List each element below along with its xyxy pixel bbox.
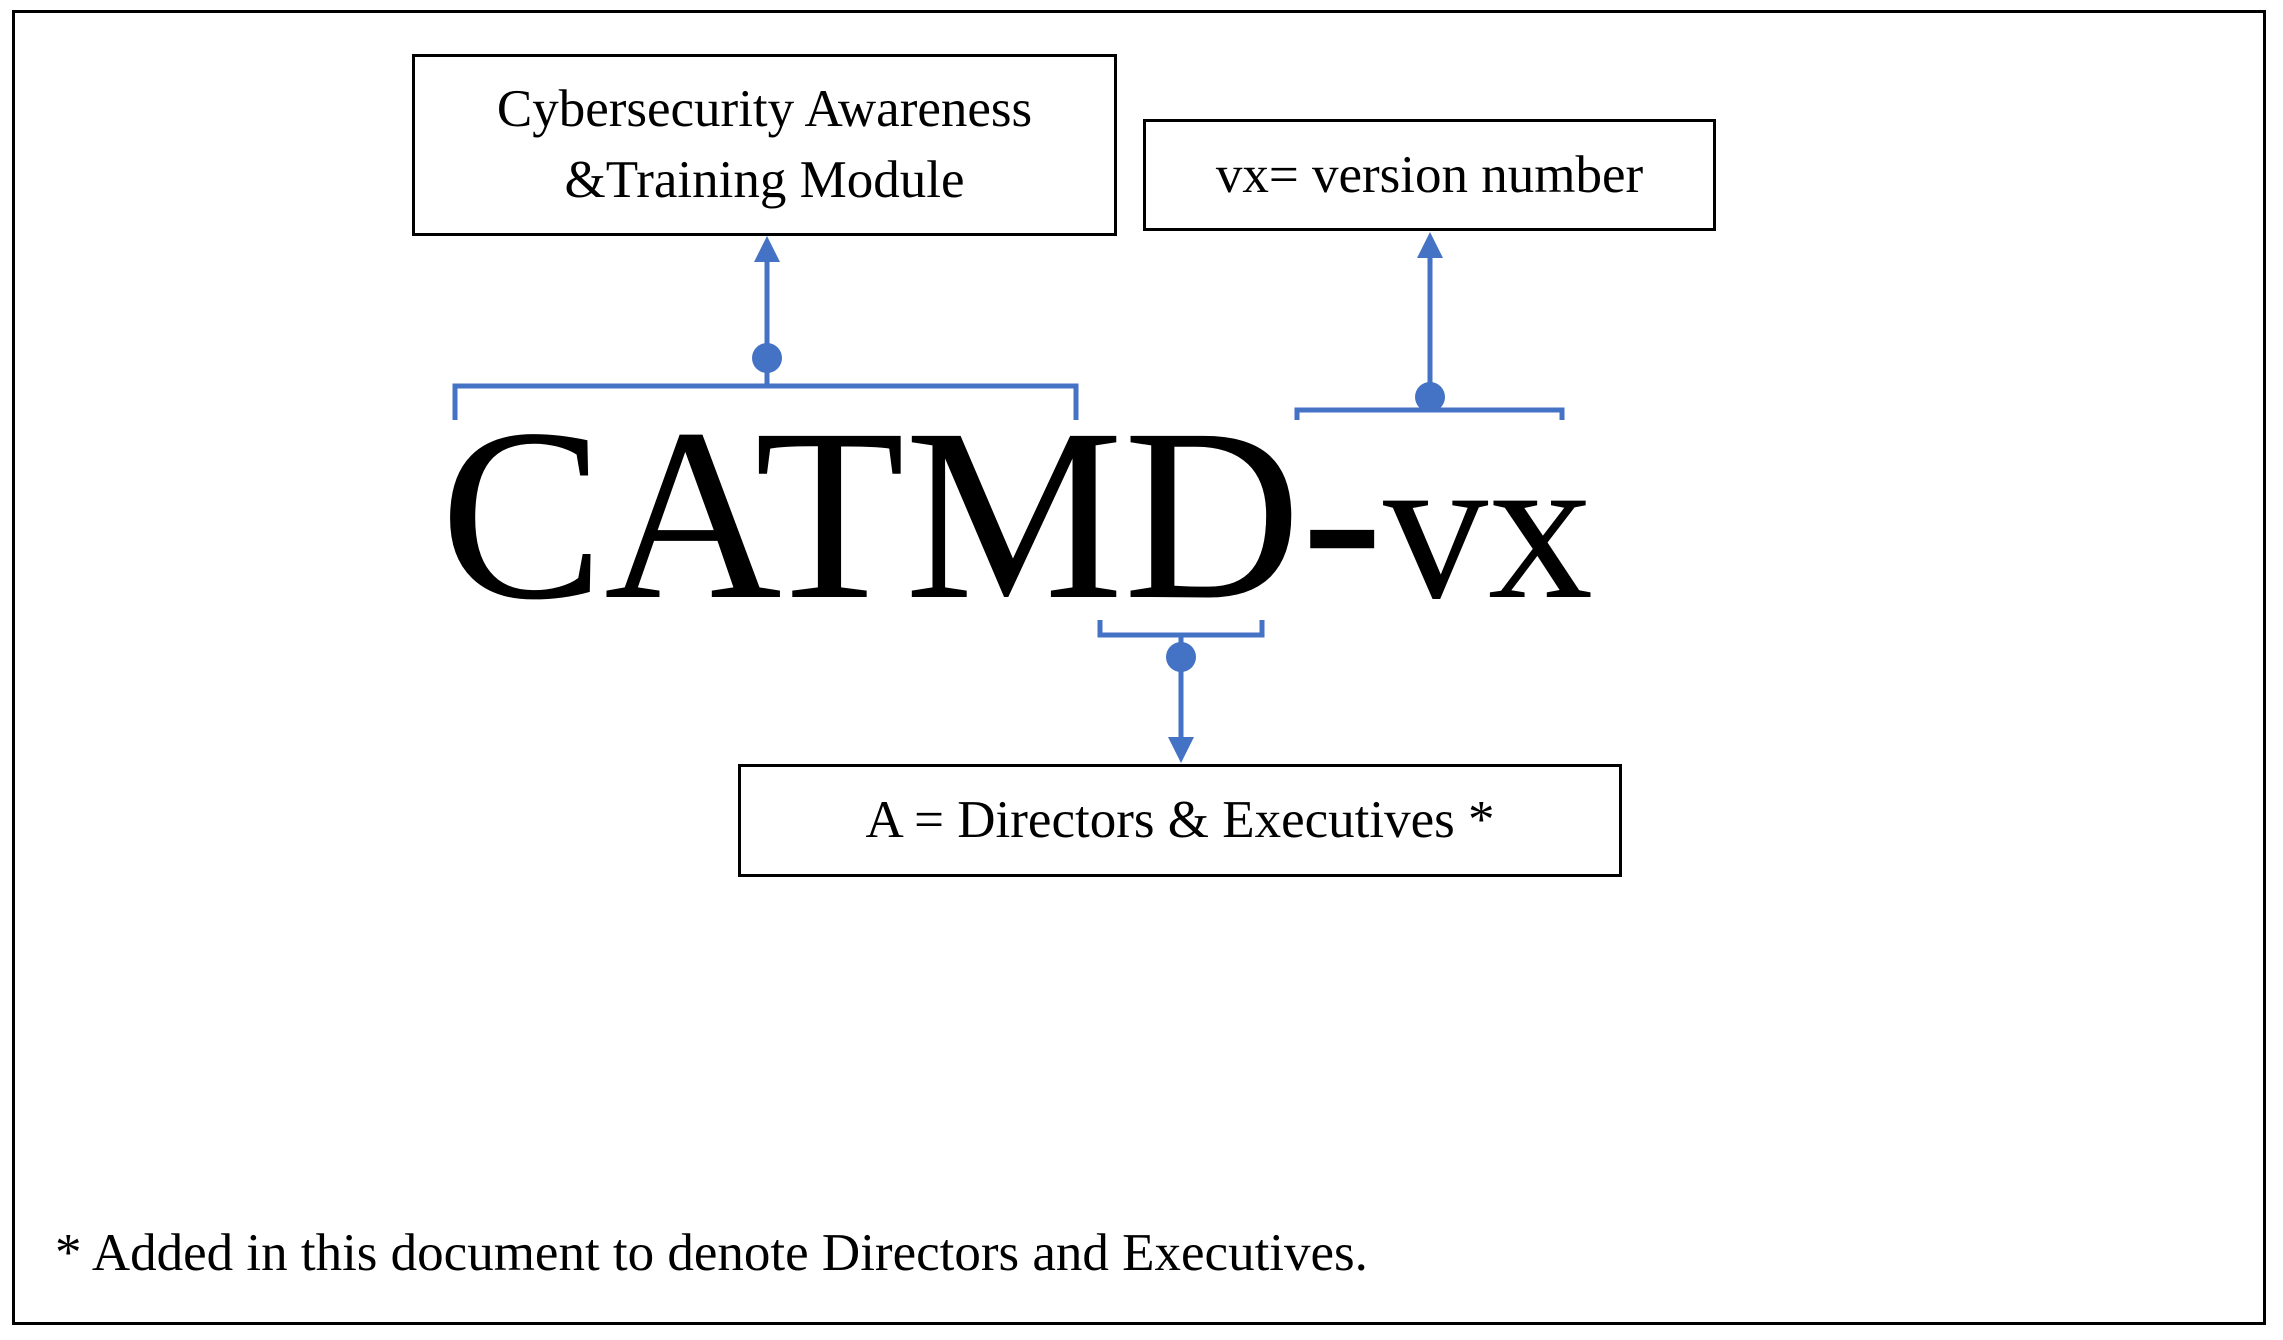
audience-bracket	[1097, 620, 1265, 638]
module-label-line-2: &Training Module	[564, 151, 965, 209]
module-bracket	[452, 383, 1079, 420]
version-label-box: vx= version number	[1143, 119, 1716, 231]
audience-arrow-head-icon	[1168, 737, 1194, 763]
diagram-frame	[12, 10, 2266, 1325]
version-arrow-head-icon	[1417, 232, 1443, 258]
module-label-box: Cybersecurity Awareness &Training Module	[412, 54, 1117, 236]
module-arrow-head-icon	[754, 236, 780, 262]
module-label-text: Cybersecurity Awareness &Training Module	[497, 74, 1032, 216]
audience-label-box: A = Directors & Executives *	[738, 764, 1622, 877]
module-code-prefix: CATMD-	[440, 379, 1384, 651]
audience-connector-dot-icon	[1166, 642, 1196, 672]
version-connector-dot-icon	[1415, 382, 1445, 412]
module-label-line-1: Cybersecurity Awareness	[496, 80, 1033, 138]
module-code-version: vx	[1383, 411, 1594, 643]
audience-label-text: A = Directors & Executives *	[865, 791, 1495, 849]
module-code: CATMD-vx	[440, 392, 1593, 650]
footnote: * Added in this document to denote Direc…	[55, 1224, 1368, 1282]
module-connector-dot-icon	[752, 343, 782, 373]
version-label-text: vx= version number	[1215, 145, 1644, 204]
